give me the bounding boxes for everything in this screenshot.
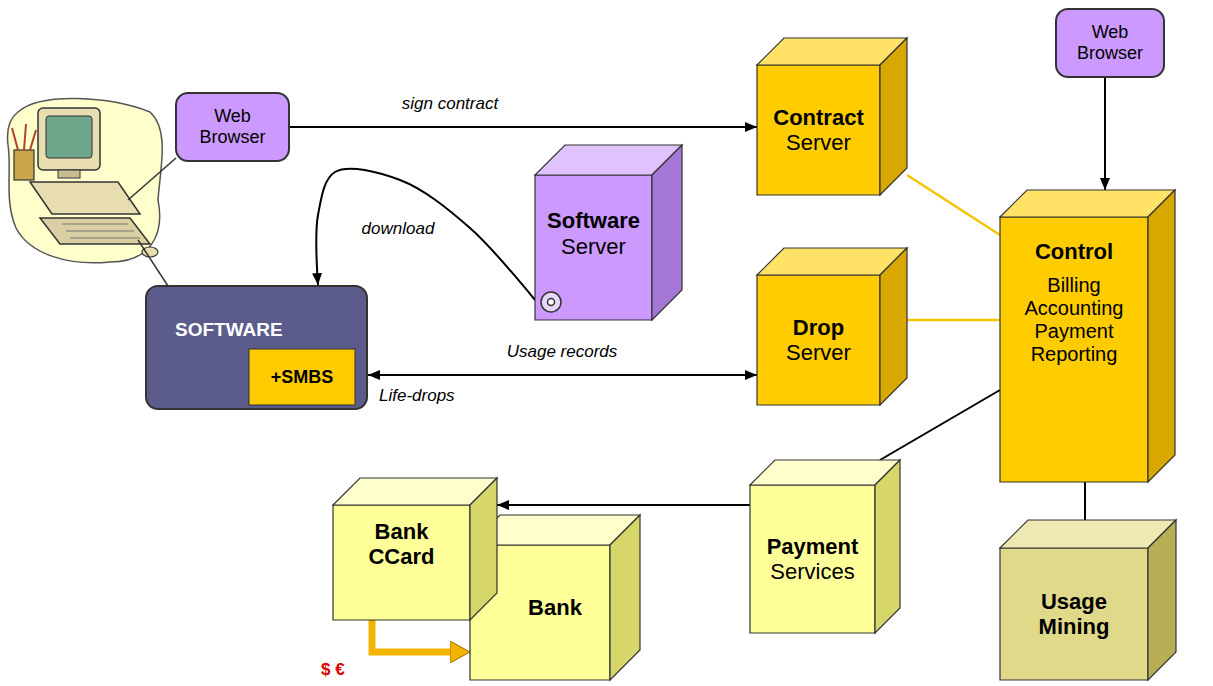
side-face [610,515,640,680]
node-title: Usage Mining [1024,589,1124,640]
connector [497,504,750,506]
payment-services: PaymentServices [750,460,900,633]
edge-label: Usage records [504,342,621,362]
node-body: Billing Accounting Payment Reporting [1012,274,1137,366]
background-blob [7,98,162,262]
drop-server-face: DropServer [757,275,880,405]
node-title: Payment [767,534,859,559]
node-title: Web Browser [183,106,282,147]
node-title: Control [1035,239,1113,264]
top-face [750,460,900,485]
web-browser: Web Browser [175,92,290,162]
node-title: Web Browser [1063,22,1157,63]
side-face [1148,190,1175,482]
web-browser-rect [176,93,289,161]
cd-hole [548,299,555,306]
node-body: Services [770,559,854,584]
front-face [757,275,880,405]
front-face [1000,217,1148,482]
usage-mining: Usage Mining [1000,520,1176,680]
node-title: Software [547,208,640,233]
side-face [652,145,682,320]
connector [290,126,757,128]
payment-services-face: PaymentServices [750,485,875,633]
keyboard [40,218,150,244]
node-title: Contract [773,105,863,130]
node-body: Server [786,130,851,155]
connector [907,319,1000,322]
web-browser: Web Browser [1055,8,1165,78]
pens [12,124,36,150]
node-title: SOFTWARE [175,319,283,341]
bank-ccard-face: Bank CCard [333,505,470,620]
software-server: SoftwareServer [535,145,682,320]
side-face [880,248,907,405]
smbs-box-face: +SMBS [248,348,356,406]
connector [1104,78,1106,190]
contract-server: ContractServer [757,38,907,195]
monitor-body [38,108,100,170]
side-face [1148,520,1176,680]
web-browser-face: Web Browser [1055,8,1165,78]
edge-label: sign contract [399,94,501,114]
computer-base [30,182,140,214]
connector [368,374,757,376]
front-face [470,545,610,680]
front-face [757,65,880,195]
control-server: ControlBilling Accounting Payment Report… [1000,190,1175,482]
web-browser-rect [1056,9,1164,77]
side-face [875,460,900,633]
monitor-stand [58,170,80,178]
keyboard-keys [62,224,140,238]
software-box-rect [146,286,367,409]
front-face [750,485,875,633]
software-server-face: SoftwareServer [535,175,652,320]
front-face [535,175,652,320]
money-arrow [372,620,450,652]
contract-server-face: ContractServer [757,65,880,195]
drop-server: DropServer [757,248,907,405]
connector [880,390,1000,460]
smbs-box: +SMBS [248,348,356,406]
currency-label: $ € [318,660,348,680]
node-title: Bank [528,595,582,620]
web-browser-face: Web Browser [175,92,290,162]
pen-cup [14,150,34,180]
node-title: Bank CCard [362,519,442,570]
node-title: Drop [793,315,844,340]
top-face [1000,520,1176,548]
node-body: Server [786,340,851,365]
top-face [1000,190,1175,217]
node-title: +SMBS [271,367,334,388]
top-face [333,478,497,505]
life-drops-label: Life-drops [376,386,458,406]
edge-label: download [359,219,438,239]
usage-mining-face: Usage Mining [1000,548,1148,680]
front-face [333,505,470,620]
connector [907,175,1000,235]
software-leader [138,240,168,286]
software-box: SOFTWARE +SMBS [145,285,368,410]
cd-disc [541,292,561,312]
browser-leader [128,158,176,200]
connector [1084,482,1086,520]
connector [316,169,535,300]
node-body: Server [561,234,626,259]
bank-ccard: Bank CCard [333,478,497,620]
control-server-face: ControlBilling Accounting Payment Report… [1000,217,1148,482]
side-face [880,38,907,195]
smbs-box-rect [249,349,355,405]
monitor-screen [46,116,92,158]
front-face [1000,548,1148,680]
